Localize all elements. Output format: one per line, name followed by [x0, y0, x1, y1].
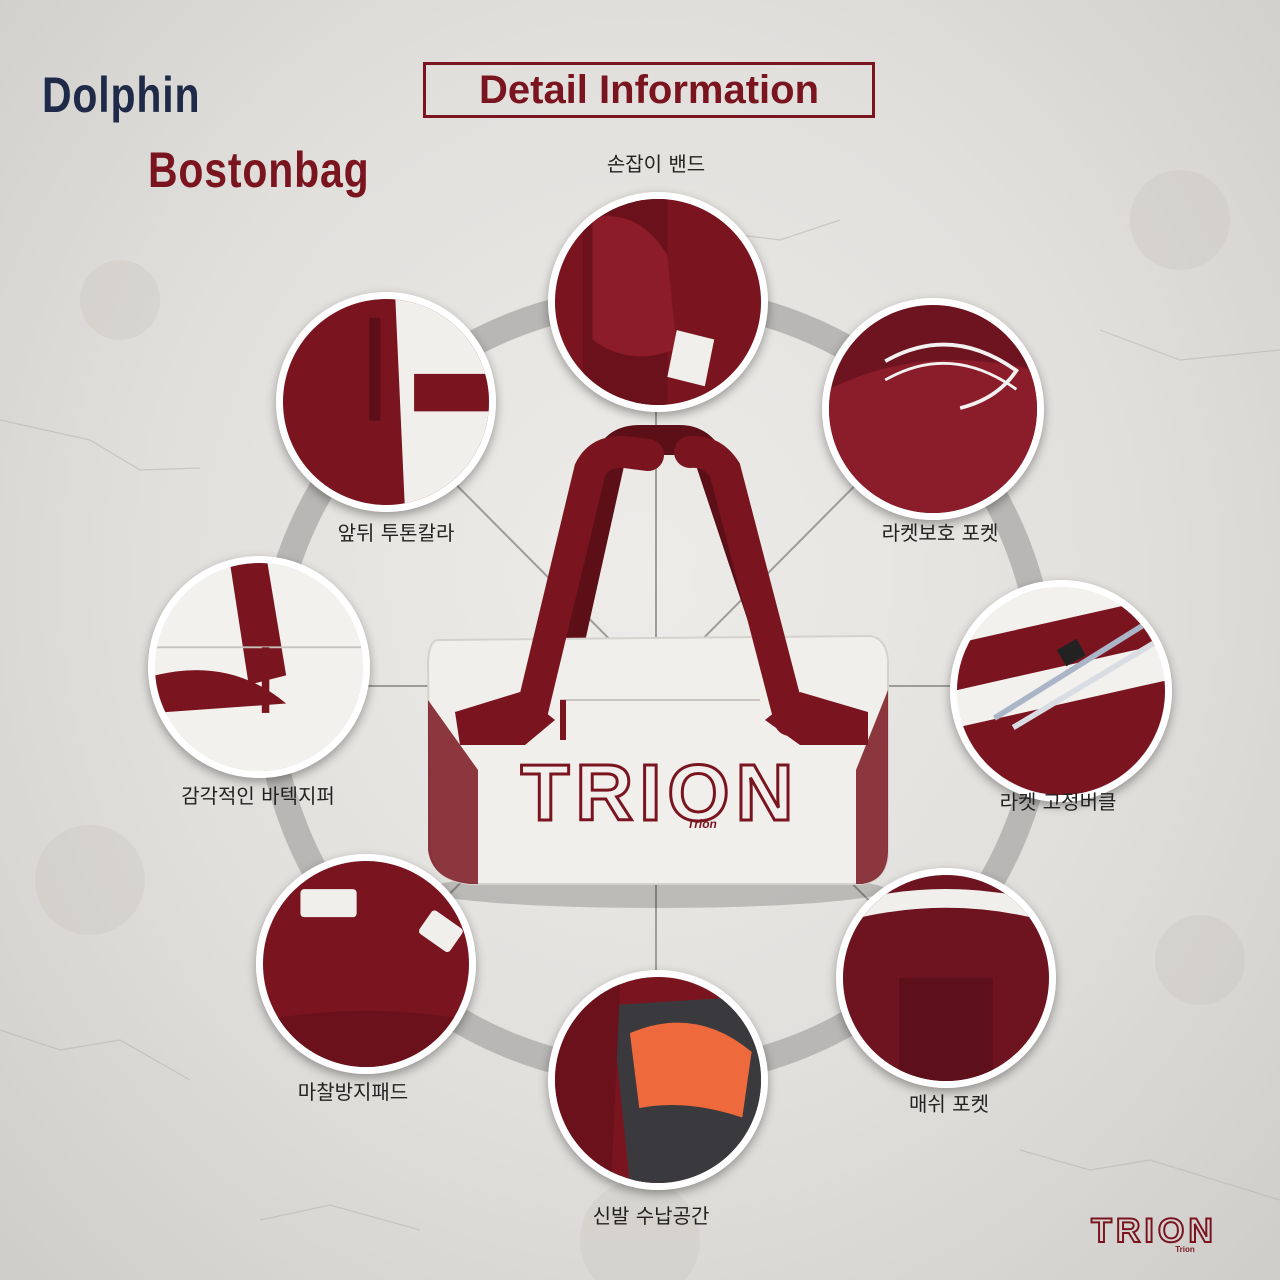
feature-label-shoe-storage: 신발 수납공간: [592, 1204, 710, 1228]
bag-brand-subtext: Trion: [687, 817, 717, 831]
detail-photo-bartack-zipper: [148, 556, 370, 778]
trion-logo-subtext: Trion: [1175, 1245, 1195, 1254]
detail-photo-friction-pad: [256, 854, 476, 1074]
trion-logo: TRION Trion: [1090, 1212, 1217, 1254]
feature-label-handle-band: 손잡이 밴드: [606, 152, 706, 176]
trion-logo-text: TRION: [1091, 1212, 1217, 1250]
feature-label-racket-protect-pocket: 라켓보호 포켓: [881, 521, 999, 545]
feature-label-mesh-pocket: 매쉬 포켓: [909, 1092, 989, 1116]
detail-photo-racket-buckle: [950, 580, 1172, 802]
detail-photo-racket-protect-pocket: [822, 298, 1044, 520]
detail-photo-handle-band: [548, 192, 768, 412]
feature-label-racket-buckle: 라켓 고정버클: [999, 790, 1117, 814]
detail-information-box: Detail Information: [423, 62, 875, 118]
product-title-line2: Bostonbag: [148, 142, 370, 198]
product-title-line1: Dolphin: [42, 67, 201, 123]
bag-brand-text: TRION: [521, 748, 800, 837]
feature-label-bartack-zipper: 감각적인 바텍지퍼: [181, 784, 335, 808]
feature-label-two-tone: 앞뒤 투톤칼라: [337, 521, 455, 545]
detail-photo-two-tone: [276, 292, 496, 512]
detail-photo-mesh-pocket: [836, 868, 1056, 1088]
detail-photo-shoe-storage: [548, 970, 768, 1190]
detail-information-title: Detail Information: [478, 67, 820, 112]
feature-label-friction-pad: 마찰방지패드: [297, 1080, 409, 1104]
